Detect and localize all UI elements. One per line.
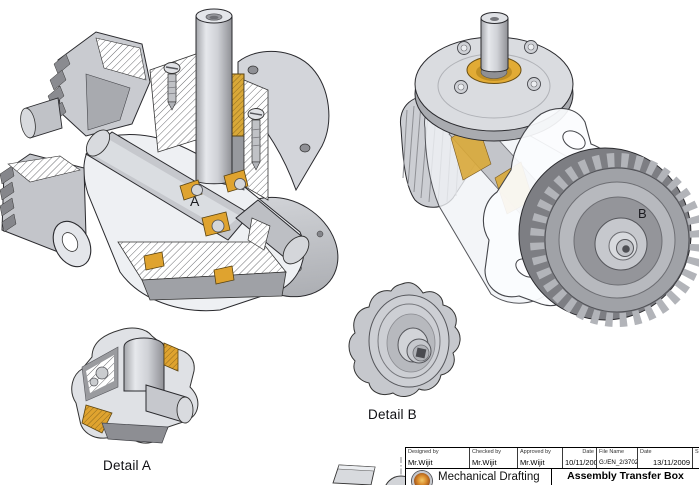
gear-rim-ring (377, 303, 441, 379)
vertical-shaft (195, 15, 233, 185)
field-label: File Name (599, 449, 625, 455)
bolt-section (95, 366, 109, 380)
detail-a-view (71, 327, 199, 444)
field-value: 10/11/2009 (565, 457, 596, 467)
detail-b-caption: Detail B (368, 407, 417, 422)
gear-view: B (399, 12, 699, 327)
field-approved-by: Approved by Mr.Wijit (518, 448, 563, 468)
spline-tooth (0, 165, 15, 185)
shaft-top-hole (490, 17, 499, 21)
flange-bolt (524, 40, 538, 54)
hatch (96, 38, 146, 80)
mount-lug-hole (61, 232, 79, 252)
detail-b-marker: B (638, 206, 647, 221)
bearing-ball (234, 178, 246, 190)
disc-hole (316, 230, 324, 238)
hatch (8, 156, 80, 182)
plate-hole (562, 130, 586, 150)
hatch (248, 218, 270, 250)
field-label: S (695, 449, 699, 455)
flange-bolt (454, 80, 468, 94)
shaft-end-cap (85, 129, 111, 157)
spline-facet (85, 73, 131, 131)
field-value: 13/11/2009 (653, 457, 690, 467)
drawing-title: Assembly Transfer Box (567, 470, 684, 482)
cylinder-cap (176, 396, 194, 424)
main-shaft-highlight (92, 140, 240, 230)
base-facet (101, 422, 169, 444)
field-designed-by: Designed by Mr.Wijit (406, 448, 470, 468)
detail-b-view (348, 282, 461, 397)
field-label: Date (640, 449, 652, 455)
detail-a-caption: Detail A (103, 458, 152, 473)
spline-tooth (0, 197, 15, 217)
flange-bolt (457, 41, 471, 55)
square-socket (415, 347, 427, 359)
field-checked-by: Checked by Mr.Wijit (470, 448, 518, 468)
company-name: Mechanical Drafting (438, 471, 540, 483)
shaft-top-hole-inner (209, 15, 219, 20)
field-label: Date (582, 449, 594, 455)
spline-tooth (1, 213, 17, 233)
drawing-title-cell: Assembly Transfer Box (552, 469, 699, 485)
spline-tooth (49, 69, 67, 91)
detail-a-marker: A (190, 193, 200, 209)
field-label: Checked by (472, 449, 502, 455)
flange-hole (247, 65, 259, 75)
field-date-1: Date 10/11/2009 (563, 448, 597, 468)
main-cutaway-view: A (0, 8, 339, 312)
field-file-name: File Name G:/EN_2/37024 (597, 448, 638, 468)
cap-screw (247, 108, 265, 171)
main-gear (518, 147, 699, 327)
detail-vertical-cylinder (123, 337, 165, 392)
bolt-section (89, 377, 99, 387)
title-block-bottom-row: Mechanical Drafting Assembly Transfer Bo… (406, 469, 699, 485)
shaft-stub-cap (20, 107, 36, 139)
flange-hole (299, 143, 311, 153)
bearing-gold (143, 251, 165, 271)
title-block-fields-row: Designed by Mr.Wijit Checked by Mr.Wijit… (406, 448, 699, 469)
company-logo-icon (412, 471, 432, 485)
spline-tooth (53, 53, 71, 75)
vertical-shaft (480, 17, 509, 73)
hatch-gold (164, 343, 178, 371)
field-value: Mr.Wijit (520, 457, 545, 467)
bearing-ball (211, 219, 225, 233)
bearing-gold (213, 265, 235, 285)
bearing-ball (191, 184, 203, 196)
field-label: Designed by (408, 449, 439, 455)
field-date-2: Date 13/11/2009 (638, 448, 693, 468)
partial-plate-edge (337, 464, 376, 472)
title-block: Designed by Mr.Wijit Checked by Mr.Wijit… (405, 447, 699, 485)
output-shaft-cap (282, 235, 310, 265)
company-cell: Mechanical Drafting (406, 469, 552, 485)
flange-bolt (527, 77, 541, 91)
hatch (118, 242, 286, 280)
field-label: Approved by (520, 449, 551, 455)
field-value: Mr.Wijit (408, 457, 433, 467)
base-plate-side (141, 271, 287, 301)
field-partial: S (693, 448, 699, 468)
field-value: G:/EN_2/37024 (599, 459, 638, 467)
field-value: Mr.Wijit (472, 457, 497, 467)
bottom-partial-parts (332, 457, 417, 485)
cap-screw (163, 62, 181, 111)
spline-tooth (0, 181, 15, 201)
